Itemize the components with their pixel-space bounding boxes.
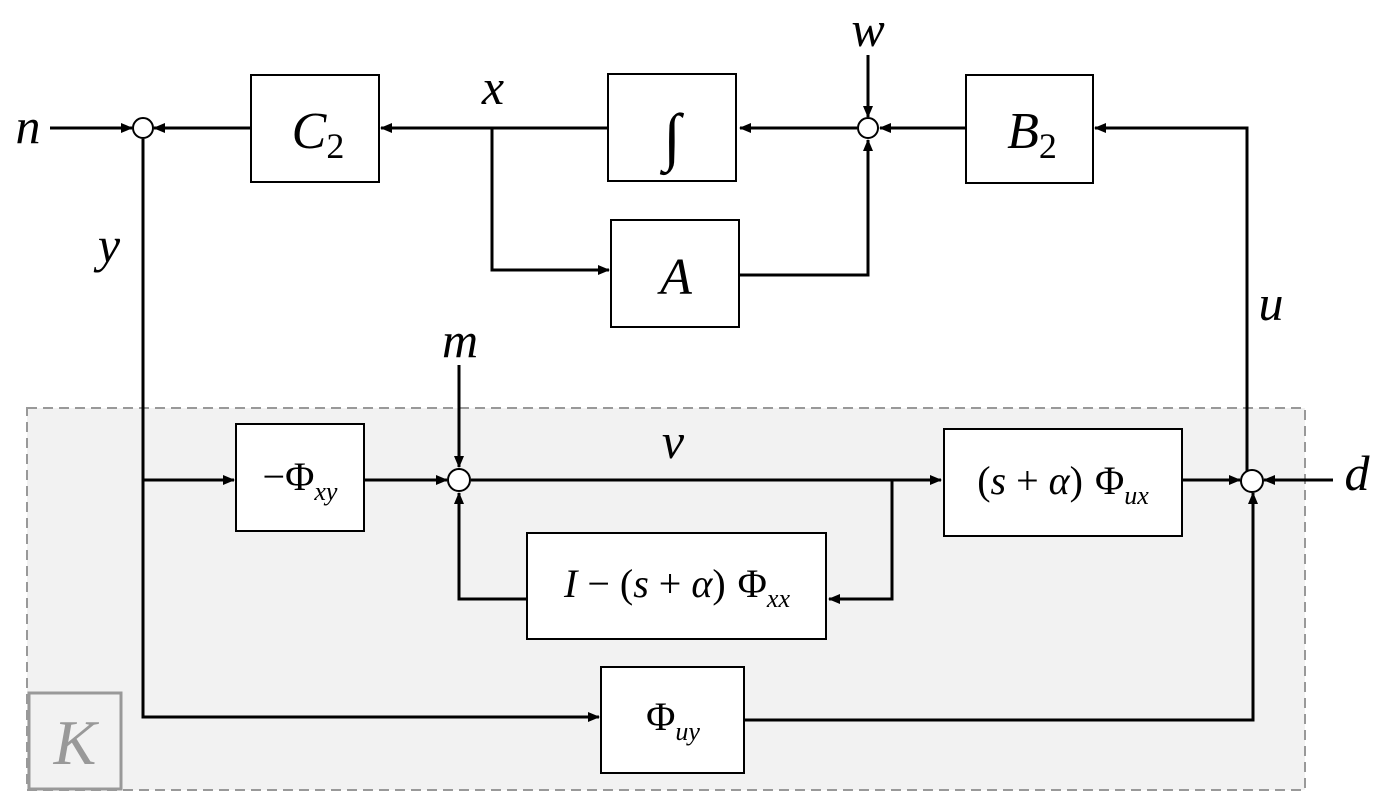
block-feedback <box>526 532 827 640</box>
block-b2 <box>965 74 1094 184</box>
signal-u: u <box>1259 275 1284 331</box>
block-feedback-label: I − (s + α)Φxx <box>563 561 790 613</box>
signal-n: n <box>16 98 41 154</box>
block-phi-xy-label: −Φxy <box>263 454 338 506</box>
block-phi-xy <box>235 423 365 532</box>
wire-y-to-phi-uy <box>141 139 600 722</box>
sum-junction-m <box>447 468 471 492</box>
signal-v: v <box>662 413 685 469</box>
signal-d: d <box>1345 445 1371 501</box>
sum-junction-w <box>857 117 879 139</box>
wire-feedback-out <box>454 492 527 601</box>
sum-junction-y <box>132 117 154 139</box>
block-b2-label: B2 <box>1007 103 1057 166</box>
block-phi-ux <box>943 428 1183 537</box>
controller-label: K <box>53 707 100 778</box>
wire-phi-uy-out <box>745 492 1258 722</box>
wire-x-to-a <box>490 128 610 275</box>
wire-a-to-sum <box>739 139 873 277</box>
wire-u-to-b2 <box>1094 123 1249 471</box>
block-integrator <box>607 73 737 182</box>
block-a <box>610 219 740 328</box>
block-phi-uy <box>600 666 745 774</box>
block-a-label: A <box>657 249 692 306</box>
block-phi-ux-label: (s + α)Φux <box>977 458 1149 510</box>
signal-w: w <box>851 1 884 57</box>
integrator-symbol: ∫ <box>659 101 684 176</box>
controller-label-box <box>27 691 123 791</box>
sum-junction-d <box>1240 469 1264 493</box>
block-phi-uy-label: Φuy <box>646 694 700 746</box>
wire-v-to-feedback <box>828 480 894 604</box>
block-c2-label: C2 <box>292 103 345 166</box>
signal-y: y <box>93 217 121 273</box>
signal-x: x <box>481 59 504 115</box>
signal-m: m <box>442 312 478 368</box>
block-c2 <box>250 74 380 183</box>
